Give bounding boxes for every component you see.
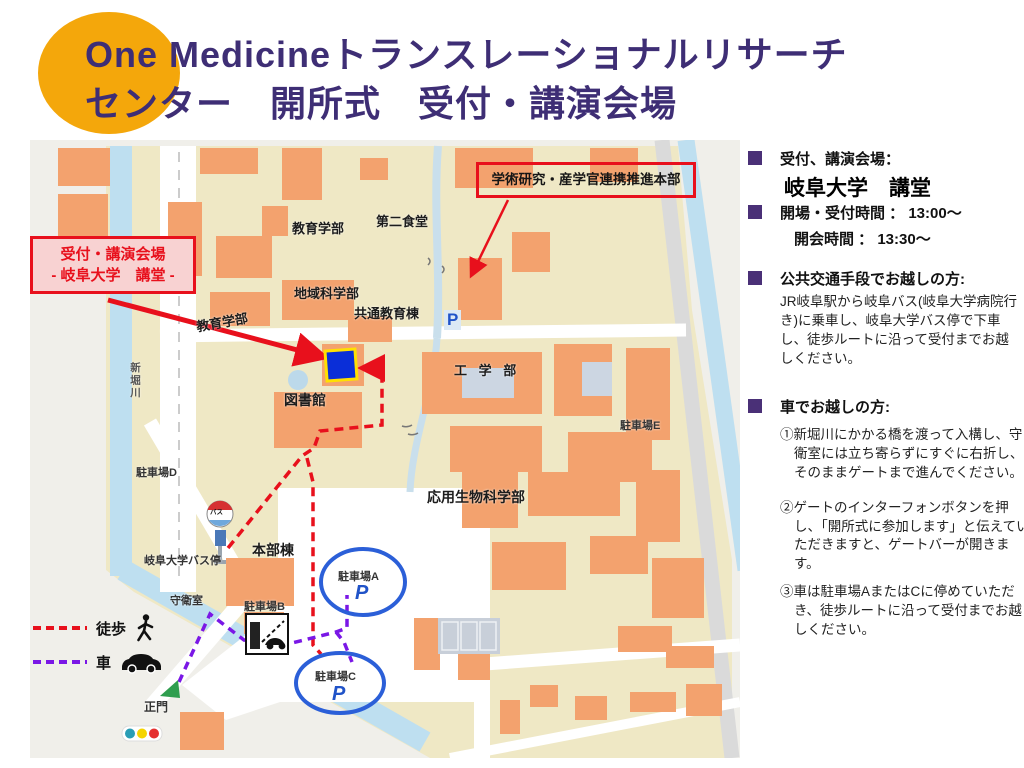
courtyards (288, 362, 612, 398)
schedule-line2: 開会時間 ： 13:30～ (794, 231, 931, 248)
car-step-1: ①新堀川にかかる橋を渡って入構し、守衛室には立ち寄らずにすぐに右折し、そのままゲ… (780, 427, 1024, 480)
bullet-transit (748, 271, 762, 285)
campus-map: 教育学部 第二食堂 地域科学部 共通教育棟 教育学部 工 学 部 図書館 応用生… (30, 140, 740, 758)
traffic-light-icon (121, 725, 163, 742)
schedule-line1: 開場・受付時間 ： 13:00～ (780, 205, 962, 222)
main-gate-icon (160, 680, 180, 698)
bullet-car (748, 399, 762, 413)
legend-walk-label: 徒歩 (96, 620, 127, 638)
car-icon (122, 654, 162, 674)
label-library: 図書館 (284, 392, 326, 408)
venue-callout-line1: 受付・講演会場 (60, 246, 166, 263)
bullet-venue (748, 151, 762, 165)
legend-walk: 徒歩 (33, 613, 157, 643)
car-section: 車でお越しの方: ①新堀川にかかる橋を渡って入構し、守衛室には立ち寄らずにすぐに… (746, 396, 1024, 640)
org-callout: 学術研究・産学官連携推進本部 (476, 162, 696, 198)
bus-sign-text: バス (210, 509, 223, 516)
pedestrian-icon (137, 614, 154, 642)
venue-callout-arrow (107, 297, 330, 367)
transit-heading: 公共交通手段でお越しの方: (780, 271, 965, 288)
transit-section: 公共交通手段でお越しの方: JR岐阜駅から岐阜バス(岐阜大学病院行き)に乗車し、… (746, 268, 1018, 369)
label-headquarters: 本部棟 (252, 542, 294, 558)
tennis-courts (438, 618, 500, 654)
parking-c-ellipse (294, 651, 386, 715)
transit-body: JR岐阜駅から岐阜バス(岐阜大学病院行き)に乗車し、岐阜大学バス停で下車し、徒歩… (780, 294, 1017, 366)
river-east (654, 140, 740, 758)
venue-label: 受付、講演会場： (780, 151, 901, 168)
parking-c-p-mark: P (332, 683, 346, 705)
car-heading: 車でお越しの方: (780, 399, 890, 416)
label-parking-e: 駐車場E (620, 420, 661, 432)
legend-car-label: 車 (96, 654, 112, 672)
label-regional-science: 地域科学部 (294, 286, 360, 301)
label-river: 新堀川 (129, 362, 141, 400)
walk-route-swatch (33, 626, 87, 630)
parking-gate-icon (245, 613, 289, 655)
label-common-education: 共通教育棟 (354, 306, 420, 321)
road-parking-p-mark: P (444, 310, 462, 330)
car-route-swatch (33, 660, 87, 664)
car-step-2: ②ゲートのインターフォンボタンを押し、「開所式に参加します」と伝えていただきます… (780, 499, 1024, 572)
page-title-line2: センター 開所式 受付・講演会場 (85, 83, 678, 124)
title-accent-circle (38, 12, 180, 134)
building-footprints (58, 148, 722, 750)
label-parking-c: 駐車場C (315, 671, 356, 683)
parking-a-ellipse (319, 547, 407, 617)
label-guard-room: 守衛室 (170, 595, 203, 607)
label-engineering: 工 学 部 (454, 363, 521, 378)
label-cafeteria-2: 第二食堂 (376, 214, 429, 229)
walking-route (226, 354, 385, 656)
campus-map-graphic (30, 140, 740, 758)
label-applied-bio: 応用生物科学部 (427, 489, 525, 505)
parking-a-p-mark: P (355, 582, 369, 604)
page-title-line1: One Medicineトランスレーショナルリサーチ (85, 34, 848, 75)
auditorium-marker (323, 347, 359, 383)
venue-callout: 受付・講演会場 - 岐阜大学 講堂 - (30, 236, 196, 294)
venue-callout-line2: - 岐阜大学 講堂 - (51, 267, 175, 284)
schedule-section: 開場・受付時間 ： 13:00～ 開会時間 ： 13:30～ (746, 202, 1018, 249)
venue-section: 受付、講演会場： 岐阜大学 講堂 (746, 148, 1018, 202)
org-callout-line (469, 199, 510, 279)
legend-car: 車 (33, 650, 164, 674)
bus-stop-icon (206, 500, 234, 564)
label-main-gate: 正門 (144, 700, 169, 714)
label-bus-stop: 岐阜大学バス停 (144, 555, 221, 567)
venue-name: 岐阜大学 講堂 (784, 177, 931, 200)
label-parking-a: 駐車場A (338, 571, 379, 583)
car-step-3: ③車は駐車場AまたはCに停めていただき、徒歩ルートに沿って受付までお越しください… (780, 584, 1022, 638)
bullet-schedule (748, 205, 762, 219)
label-education-1: 教育学部 (292, 221, 345, 236)
label-parking-b: 駐車場B (244, 601, 285, 613)
page-title: One Medicineトランスレーショナルリサーチ センター 開所式 受付・講… (85, 30, 848, 128)
label-parking-d: 駐車場D (136, 467, 177, 479)
